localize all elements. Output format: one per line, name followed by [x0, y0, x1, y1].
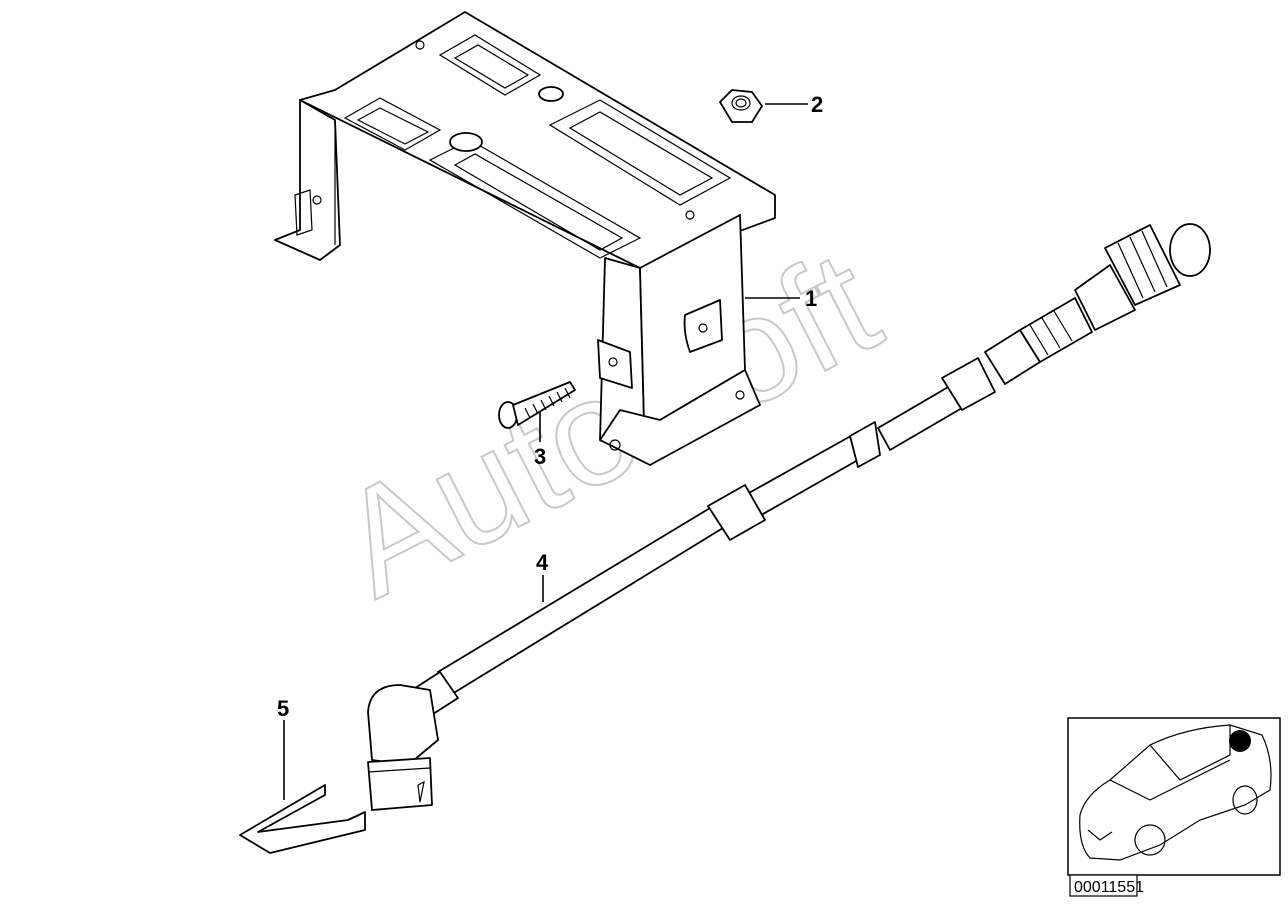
callout-1: 1 — [805, 286, 817, 311]
callout-leaders — [283, 103, 808, 800]
document-number-box: 00011551 — [1069, 874, 1144, 897]
callout-4: 4 — [536, 550, 549, 575]
bracket-part-1[interactable] — [274, 11, 776, 466]
document-number: 00011551 — [1074, 879, 1144, 896]
location-marker-icon — [1229, 730, 1251, 752]
callout-2: 2 — [811, 92, 823, 117]
hex-nut-part-2[interactable] — [719, 89, 763, 123]
callout-labels: 1 2 3 4 5 — [277, 92, 823, 721]
car-outline-icon — [1079, 724, 1272, 861]
callout-5: 5 — [277, 696, 289, 721]
cable-part-4[interactable] — [367, 223, 1211, 811]
clip-part-5[interactable] — [239, 784, 366, 854]
callout-3: 3 — [534, 444, 546, 469]
vehicle-locator-inset — [1067, 717, 1281, 876]
screw-part-3[interactable] — [498, 381, 576, 429]
